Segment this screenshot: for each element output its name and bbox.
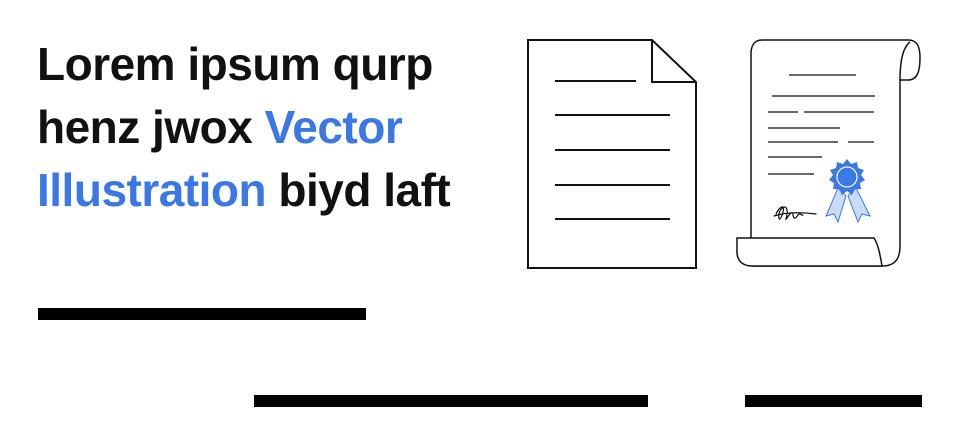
seal-ribbon-left [825,187,847,224]
decorative-bar-bottom-short [745,395,922,407]
seal-ribbon-right [847,187,871,224]
headline-text-end: biyd laft [266,164,451,216]
award-seal-icon [825,159,871,224]
scroll-bottom-curl [736,237,883,267]
scroll-left-edge [750,39,763,238]
scroll-body [752,39,921,267]
signature-icon [773,206,817,220]
headline-accent: Vector Illustration [37,101,403,216]
headline-text-start: Lorem ipsum qurp henz jwox [37,38,433,153]
document-page [527,39,697,269]
decorative-bar-top [38,308,366,320]
decorative-bar-bottom-wide [254,395,648,407]
document-icon [522,34,702,274]
certificate-scroll-icon [730,34,926,274]
headline: Lorem ipsum qurp henz jwox Vector Illust… [37,33,507,222]
seal-center [836,166,858,188]
scroll-top-curl [899,41,911,81]
document-fold [651,40,696,83]
